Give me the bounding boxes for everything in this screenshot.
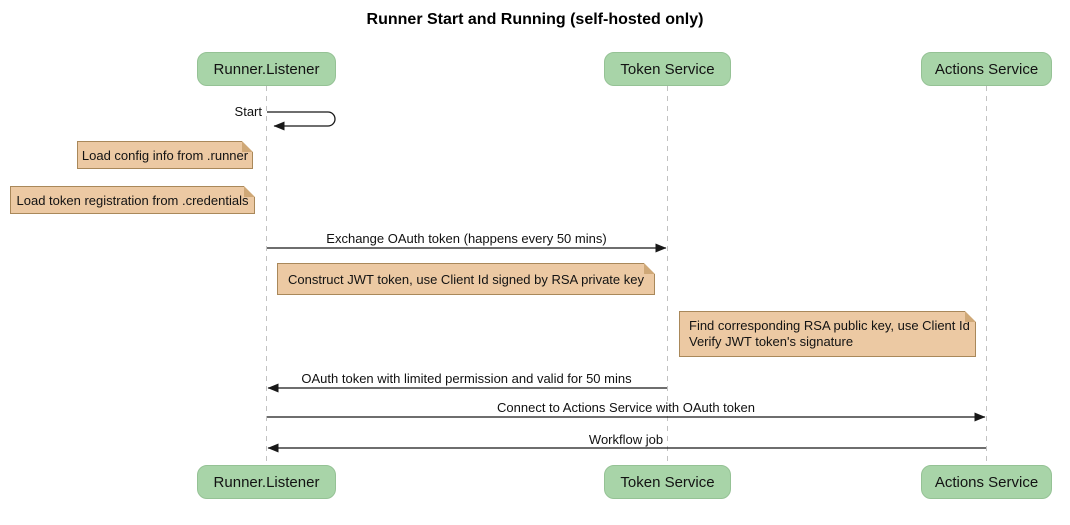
message-label-oauth-token-return: OAuth token with limited permission and … (301, 371, 632, 386)
message-label-start: Start (234, 104, 262, 119)
note-load-config: Load config info from .runner (77, 141, 253, 169)
note-verify-jwt: Find corresponding RSA public key, use C… (679, 311, 976, 357)
note-load-token-registration: Load token registration from .credential… (10, 186, 255, 214)
message-label-connect-actions-service: Connect to Actions Service with OAuth to… (497, 400, 755, 415)
message-label-exchange-oauth-token: Exchange OAuth token (happens every 50 m… (326, 231, 607, 246)
participant-token-service-bottom: Token Service (604, 465, 731, 499)
participant-runner-listener-top: Runner.Listener (197, 52, 336, 86)
note-construct-jwt: Construct JWT token, use Client Id signe… (277, 263, 655, 295)
participant-runner-listener-bottom: Runner.Listener (197, 465, 336, 499)
arrow-start-self (267, 111, 336, 131)
message-label-workflow-job: Workflow job (588, 432, 664, 447)
participant-actions-service-top: Actions Service (921, 52, 1052, 86)
participant-token-service-top: Token Service (604, 52, 731, 86)
message-arrows (267, 111, 986, 453)
diagram-title: Runner Start and Running (self-hosted on… (366, 11, 704, 28)
participant-actions-service-bottom: Actions Service (921, 465, 1052, 499)
lifelines (266, 86, 987, 465)
note-verify-jwt-line-2: Verify JWT token's signature (689, 334, 854, 349)
note-verify-jwt-line-1: Find corresponding RSA public key, use C… (689, 318, 970, 333)
